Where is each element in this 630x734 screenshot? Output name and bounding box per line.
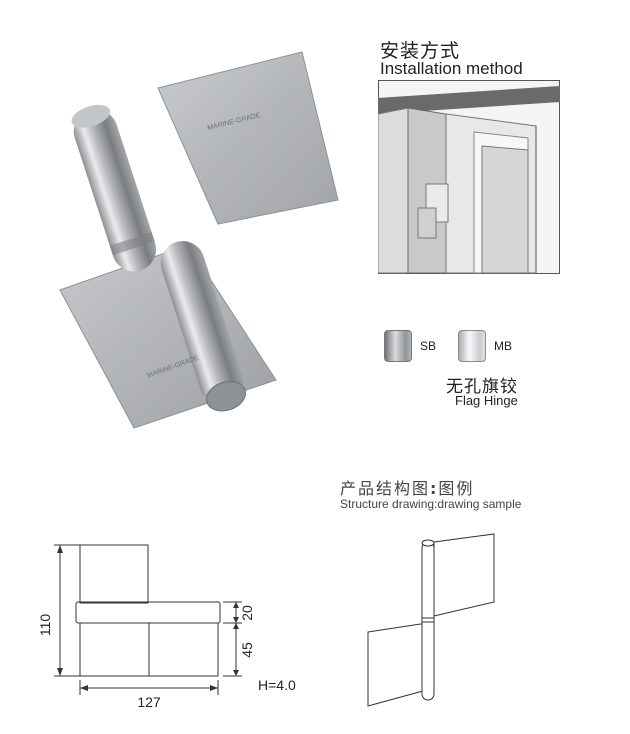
product-name-en: Flag Hinge [455, 393, 518, 408]
dim-width-label: 127 [137, 694, 161, 710]
structure-title-zh-2: 图例 [438, 479, 475, 498]
structure-title-en: Structure drawing:drawing sample [340, 497, 521, 511]
installation-title-en: Installation method [380, 59, 523, 78]
product-name-zh: 无孔旗铰 [446, 377, 518, 397]
sample-line-drawing [367, 533, 495, 707]
structure-title-en-2: drawing sample [437, 497, 522, 511]
finish-mb-label: MB [494, 339, 512, 353]
installation-title-zh: 安装方式 [380, 40, 461, 62]
finish-mb: MB [458, 330, 520, 362]
hinge-product-photo: MARINE-GRADE MARINE-GRADE [59, 51, 339, 429]
dim-lower-label: 45 [239, 642, 255, 658]
structure-title-zh-1: 产品结构图 [340, 479, 431, 498]
finish-sb: SB [384, 330, 446, 362]
dim-knuckle-label: 20 [239, 605, 255, 621]
dim-height-label: 110 [37, 614, 53, 637]
dimension-drawing: 110 127 20 45 H=4.0 [37, 544, 296, 710]
hinge-upper-leaf [157, 51, 339, 225]
finish-sb-swatch [384, 330, 412, 362]
structure-title-en-sep: : [434, 497, 438, 511]
finish-sb-label: SB [420, 339, 437, 353]
installation-illustration [378, 80, 560, 274]
structure-title-zh: 产品结构图:图例 [340, 475, 474, 499]
structure-title-en-1: Structure drawing [340, 497, 435, 511]
dim-thickness-label: H=4.0 [258, 677, 296, 693]
hinge-barrel [71, 104, 246, 412]
structure-title-zh-sep: : [430, 479, 439, 498]
finish-mb-swatch [458, 330, 486, 362]
